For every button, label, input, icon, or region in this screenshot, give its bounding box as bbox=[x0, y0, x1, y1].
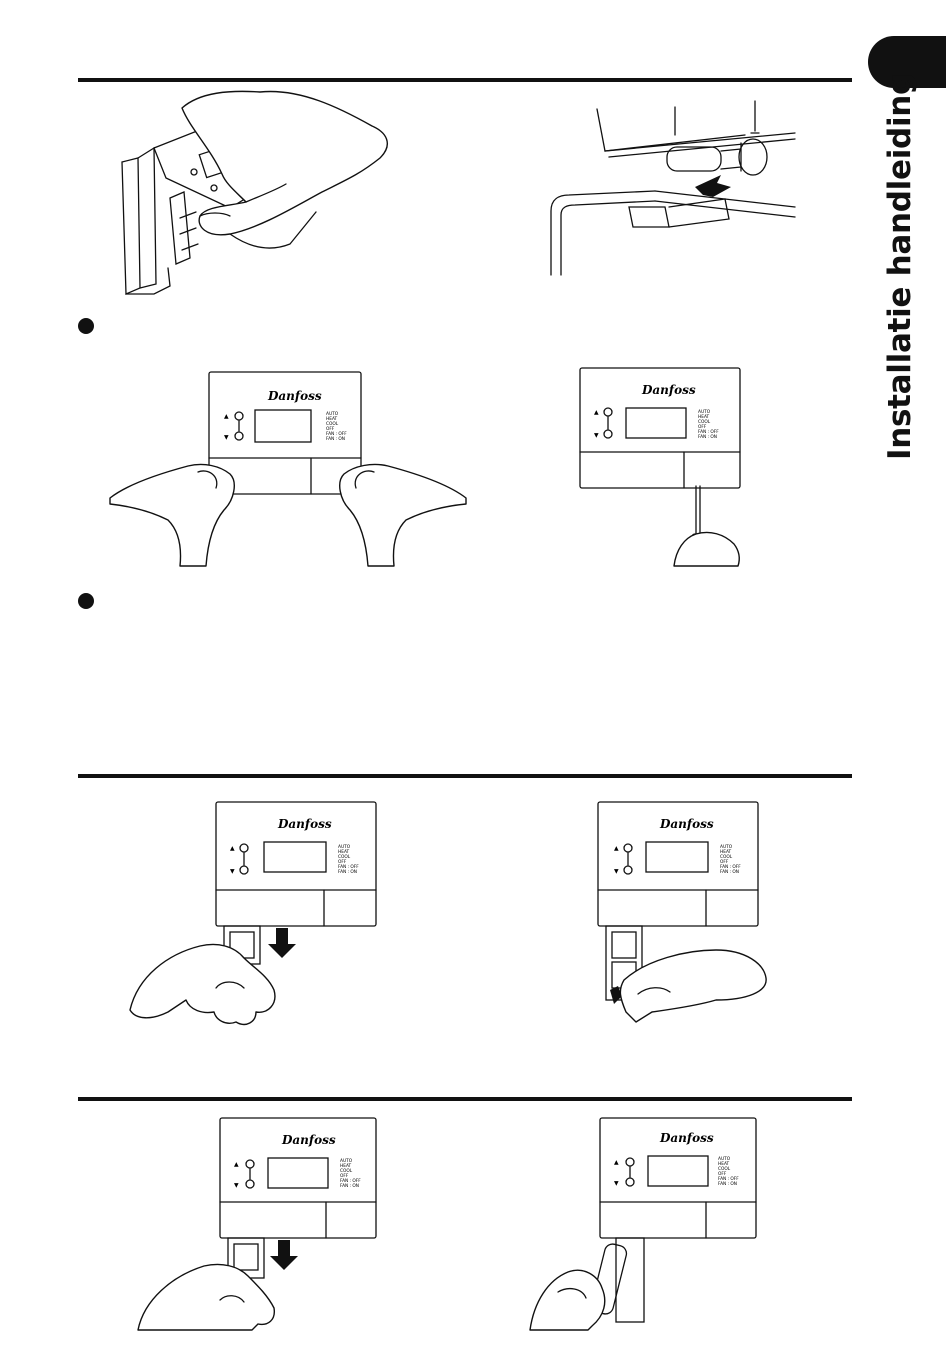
down-arrow-label-5: ▼ bbox=[234, 1182, 239, 1189]
svg-text:AUTO: AUTO bbox=[718, 1156, 731, 1162]
illustration-thermostat-screwdriver: Danfoss ▲ ▼ AUTO HEAT COOL OFF FAN : OFF… bbox=[579, 367, 741, 567]
illustration-remove-from-wallplate: Danfoss bbox=[121, 90, 389, 295]
svg-text:COOL: COOL bbox=[326, 421, 339, 427]
svg-text:HEAT: HEAT bbox=[718, 1161, 730, 1167]
svg-text:OFF: OFF bbox=[718, 1171, 727, 1177]
up-arrow-label-3: ▲ bbox=[230, 845, 235, 852]
svg-text:FAN : ON: FAN : ON bbox=[718, 1181, 737, 1187]
brand-logo-2: Danfoss bbox=[267, 389, 322, 403]
svg-text:OFF: OFF bbox=[326, 426, 335, 432]
svg-text:HEAT: HEAT bbox=[338, 849, 350, 855]
svg-text:COOL: COOL bbox=[338, 854, 351, 860]
svg-text:HEAT: HEAT bbox=[326, 416, 338, 422]
illustration-battery-drawer-pull-2: Danfoss ▲ ▼ AUTO HEAT COOL OFF FAN : OFF… bbox=[137, 1117, 377, 1331]
down-arrow-label-2: ▼ bbox=[594, 432, 599, 439]
down-arrow-label-4: ▼ bbox=[614, 868, 619, 875]
svg-text:AUTO: AUTO bbox=[698, 409, 711, 415]
up-arrow-label-5: ▲ bbox=[234, 1161, 239, 1168]
mode-list-2: AUTO HEAT COOL OFF FAN : OFF FAN : ON bbox=[698, 409, 719, 440]
section-rule-1 bbox=[78, 78, 852, 82]
up-arrow-label-1: ▲ bbox=[224, 413, 229, 420]
svg-text:FAN : OFF: FAN : OFF bbox=[340, 1178, 361, 1184]
section-tab-marker bbox=[868, 36, 946, 88]
svg-text:COOL: COOL bbox=[718, 1166, 731, 1172]
up-arrow-label-4: ▲ bbox=[614, 845, 619, 852]
svg-text:FAN : ON: FAN : ON bbox=[698, 434, 717, 440]
mode-list-6: AUTO HEAT COOL OFF FAN : OFF FAN : ON bbox=[718, 1156, 739, 1187]
svg-text:OFF: OFF bbox=[720, 859, 729, 865]
brand-logo-7: Danfoss bbox=[659, 1131, 714, 1145]
svg-text:FAN : ON: FAN : ON bbox=[338, 869, 357, 875]
illustration-battery-drawer-pull: Danfoss ▲ ▼ AUTO HEAT COOL OFF FAN : OFF… bbox=[129, 801, 377, 1026]
side-title: Installatie handleiding bbox=[882, 73, 918, 460]
svg-text:FAN : OFF: FAN : OFF bbox=[698, 429, 719, 435]
brand-logo-5: Danfoss bbox=[659, 817, 714, 831]
svg-text:AUTO: AUTO bbox=[338, 844, 351, 850]
down-arrow-label-3: ▼ bbox=[230, 868, 235, 875]
svg-text:HEAT: HEAT bbox=[340, 1163, 352, 1169]
illustration-insert-battery: Danfoss ▲ ▼ AUTO HEAT COOL OFF FAN : OFF… bbox=[529, 1117, 757, 1331]
svg-text:OFF: OFF bbox=[698, 424, 707, 430]
svg-text:COOL: COOL bbox=[720, 854, 733, 860]
svg-text:COOL: COOL bbox=[698, 419, 711, 425]
brand-logo-6: Danfoss bbox=[281, 1133, 336, 1147]
section-rule-2 bbox=[78, 774, 852, 778]
svg-text:FAN : OFF: FAN : OFF bbox=[720, 864, 741, 870]
svg-text:FAN : OFF: FAN : OFF bbox=[718, 1176, 739, 1182]
mode-list-3: AUTO HEAT COOL OFF FAN : OFF FAN : ON bbox=[338, 844, 359, 875]
svg-text:FAN : OFF: FAN : OFF bbox=[338, 864, 359, 870]
step-bullet-1 bbox=[78, 318, 94, 334]
down-arrow-label-6: ▼ bbox=[614, 1180, 619, 1187]
illustration-clip-detail bbox=[550, 100, 796, 276]
up-arrow-label-6: ▲ bbox=[614, 1159, 619, 1166]
mode-list-5: AUTO HEAT COOL OFF FAN : OFF FAN : ON bbox=[340, 1158, 361, 1189]
svg-text:OFF: OFF bbox=[340, 1173, 349, 1179]
step-bullet-2 bbox=[78, 593, 94, 609]
svg-text:HEAT: HEAT bbox=[698, 414, 710, 420]
svg-text:OFF: OFF bbox=[338, 859, 347, 865]
mode-list-1: AUTO HEAT COOL OFF FAN : OFF FAN : ON bbox=[326, 411, 347, 442]
brand-logo-4: Danfoss bbox=[277, 817, 332, 831]
svg-text:HEAT: HEAT bbox=[720, 849, 732, 855]
illustration-thermostat-hands-press: Danfoss ▲ ▼ AUTO HEAT COOL OFF FAN : OFF… bbox=[109, 371, 467, 567]
svg-text:FAN : OFF: FAN : OFF bbox=[326, 431, 347, 437]
svg-text:AUTO: AUTO bbox=[720, 844, 733, 850]
svg-text:FAN : ON: FAN : ON bbox=[326, 436, 345, 442]
svg-text:COOL: COOL bbox=[340, 1168, 353, 1174]
svg-text:FAN : ON: FAN : ON bbox=[720, 869, 739, 875]
section-rule-3 bbox=[78, 1097, 852, 1101]
mode-list-4: AUTO HEAT COOL OFF FAN : OFF FAN : ON bbox=[720, 844, 741, 875]
svg-text:FAN : ON: FAN : ON bbox=[340, 1183, 359, 1189]
up-arrow-label-2: ▲ bbox=[594, 409, 599, 416]
illustration-battery-cover-open: Danfoss ▲ ▼ AUTO HEAT COOL OFF FAN : OFF… bbox=[597, 801, 767, 1023]
svg-text:AUTO: AUTO bbox=[326, 411, 339, 417]
svg-text:AUTO: AUTO bbox=[340, 1158, 353, 1164]
brand-logo-3: Danfoss bbox=[641, 383, 696, 397]
down-arrow-label-1: ▼ bbox=[224, 434, 229, 441]
